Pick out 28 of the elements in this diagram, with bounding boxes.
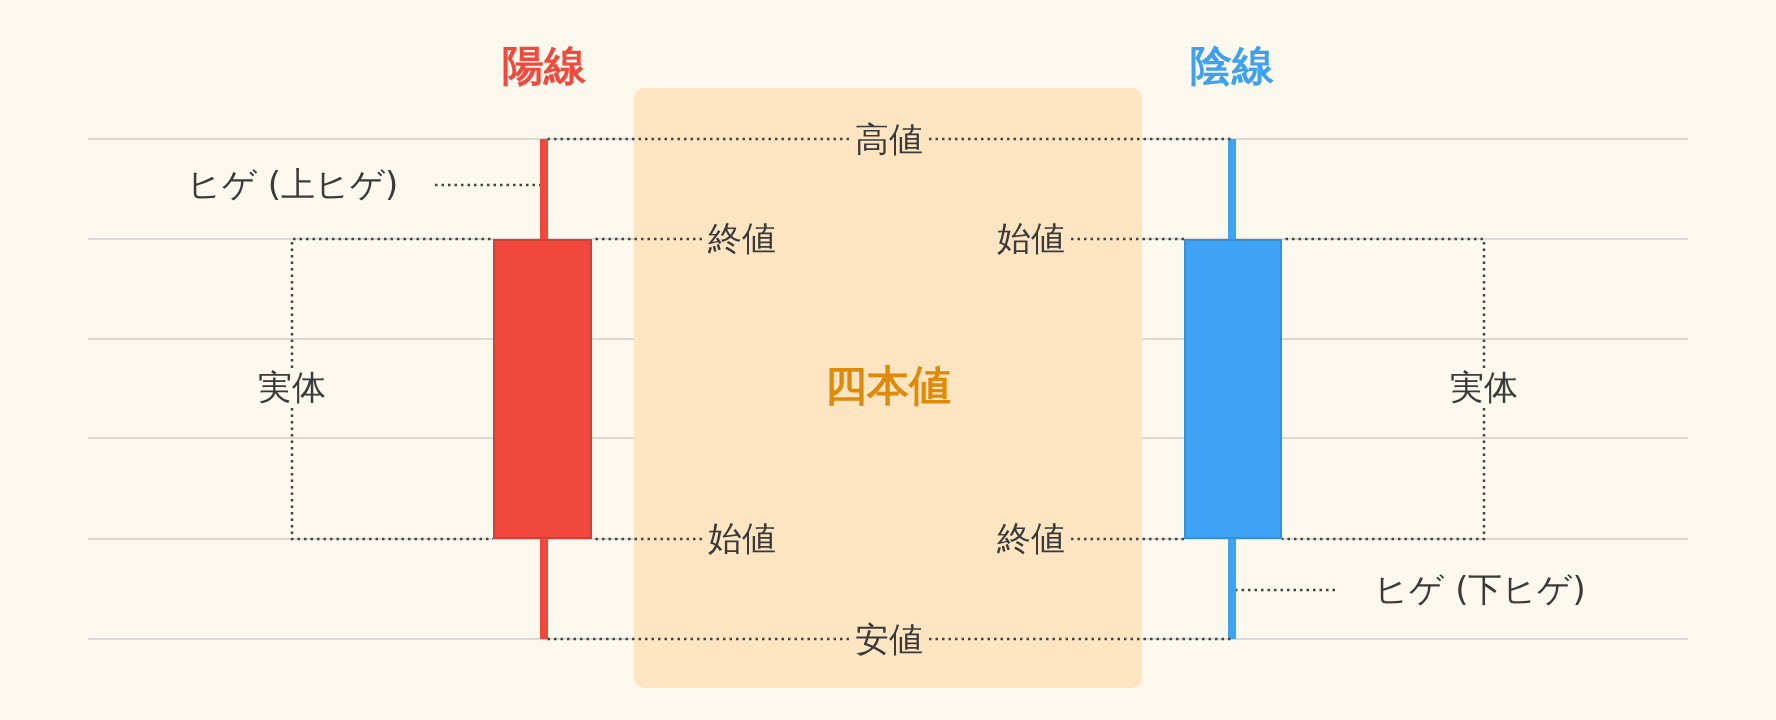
leader-line	[435, 183, 540, 187]
panel-heading: 四本値	[824, 360, 952, 412]
leader-line	[929, 637, 1232, 641]
price-label: 終値	[991, 519, 1071, 559]
price-label: 終値	[702, 219, 782, 259]
price-label: 高値	[849, 120, 929, 160]
price-label: 始値	[702, 519, 782, 559]
panel	[634, 88, 1142, 688]
candle-body	[493, 239, 592, 539]
leader-line	[1071, 237, 1184, 241]
leader-line	[1071, 537, 1184, 541]
wick	[1228, 139, 1236, 239]
price-label: 安値	[849, 620, 929, 660]
title: 陰線	[1189, 40, 1275, 92]
leader-line	[1236, 588, 1335, 592]
price-label: ヒゲ (上ヒゲ)	[150, 165, 435, 205]
leader-line	[290, 237, 493, 368]
price-label: ヒゲ (下ヒゲ)	[1335, 570, 1625, 610]
wick	[540, 139, 548, 239]
candle-body	[1184, 239, 1282, 539]
leader-line	[929, 137, 1232, 141]
wick	[540, 539, 548, 639]
price-label: 実体	[1444, 368, 1524, 408]
leader-line	[1282, 408, 1486, 541]
price-label: 始値	[991, 219, 1071, 259]
price-label: 実体	[252, 368, 332, 408]
wick	[1228, 539, 1236, 639]
title: 陽線	[501, 40, 587, 92]
